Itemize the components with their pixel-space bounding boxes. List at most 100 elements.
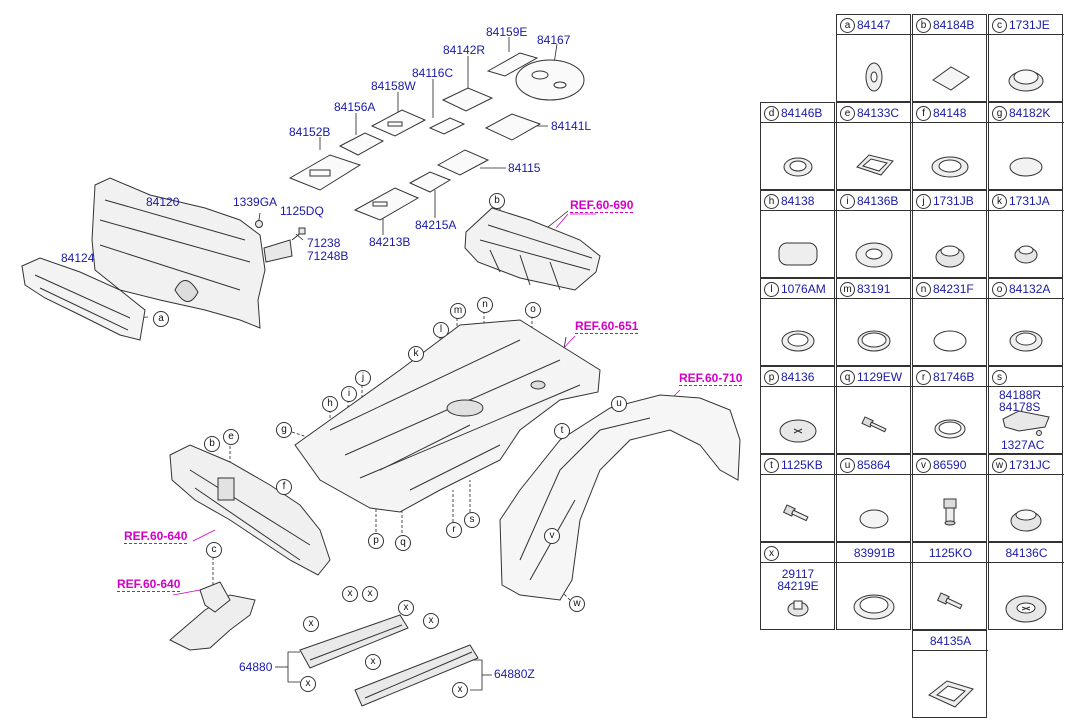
legend-cell-84135a[interactable]: 84135A xyxy=(912,630,988,718)
legend-letter-s: s xyxy=(992,370,1007,385)
part-h-icon xyxy=(778,242,818,266)
legend-part-number: 1125KB xyxy=(781,458,823,472)
callout-x-7: x xyxy=(300,676,316,692)
part-f-icon xyxy=(931,156,969,178)
legend-s-part-2: 84178S xyxy=(999,400,1041,414)
part-u-icon xyxy=(859,509,889,529)
part-1339GA: 1339GA xyxy=(233,195,278,209)
ref-60-690[interactable]: REF.60-690 xyxy=(570,198,634,213)
callout-j: j xyxy=(355,370,371,386)
legend-letter-o: o xyxy=(992,282,1007,297)
legend-letter-d: d xyxy=(764,106,779,121)
legend-part-number: 84136 xyxy=(781,370,815,384)
legend-part-number: 1731JE xyxy=(1009,18,1050,32)
legend-cell-header: 84136C xyxy=(989,543,1064,563)
callout-o: o xyxy=(525,302,541,318)
part-w-icon xyxy=(1010,509,1042,532)
callout-p: p xyxy=(368,533,384,549)
ref-60-651[interactable]: REF.60-651 xyxy=(575,319,639,334)
ref-60-640-lower[interactable]: REF.60-640 xyxy=(117,577,181,592)
callout-u: u xyxy=(611,396,627,412)
part-n-icon xyxy=(933,330,967,352)
callout-h: h xyxy=(322,396,338,412)
legend-cell-84136c[interactable]: 84136C xyxy=(988,542,1064,630)
legend-part-number: 84135A xyxy=(929,634,972,648)
part-84158W: 84158W xyxy=(371,79,416,93)
legend-letter-p: p xyxy=(764,370,779,385)
legend-cell-83991b[interactable]: 83991B xyxy=(836,542,912,630)
part-71248B: 71248B xyxy=(307,249,349,263)
legend-letter-v: v xyxy=(916,458,931,473)
part-l-icon xyxy=(781,330,815,352)
callout-b-dash: b xyxy=(204,436,220,452)
legend-part-number: 1731JA xyxy=(1009,194,1050,208)
legend-x-part-2: 84219E xyxy=(777,579,819,593)
part-k-icon xyxy=(1014,245,1038,264)
callout-l: l xyxy=(433,322,449,338)
legend-letter-b: b xyxy=(916,18,931,33)
callout-r: r xyxy=(446,522,462,538)
legend-s-part-1: 84188R xyxy=(999,388,1042,402)
ref-60-640-upper[interactable]: REF.60-640 xyxy=(124,529,188,544)
legend-letter-k: k xyxy=(992,194,1007,209)
part-84124: 84124 xyxy=(61,251,95,265)
part-q-icon xyxy=(861,416,887,433)
part-84116C: 84116C xyxy=(412,66,454,80)
legend-part-number: 1129EW xyxy=(857,370,903,384)
callout-q: q xyxy=(395,535,411,551)
callout-v: v xyxy=(544,528,560,544)
legend-cell-1125ko[interactable]: 1125KO xyxy=(912,542,988,630)
part-84215A: 84215A xyxy=(415,218,457,232)
legend-letter-c: c xyxy=(992,18,1007,33)
part-84141L: 84141L xyxy=(551,119,592,133)
part-84152B: 84152B xyxy=(289,125,331,139)
legend-part-number: 84182K xyxy=(1009,106,1051,120)
part-84142R: 84142R xyxy=(443,43,486,57)
part-83991b-icon xyxy=(853,594,895,620)
callout-g: g xyxy=(276,422,292,438)
ref-60-710[interactable]: REF.60-710 xyxy=(679,371,743,386)
part-84135a-icon xyxy=(928,680,974,708)
part-i-icon xyxy=(855,242,893,268)
legend-s-part-3: 1327AC xyxy=(1001,438,1045,452)
legend-part-number: 85864 xyxy=(857,458,891,472)
part-a-icon xyxy=(865,62,883,92)
callout-w: w xyxy=(569,596,585,612)
legend-part-number: 84136B xyxy=(857,194,899,208)
legend-part-number: 84146B xyxy=(781,106,823,120)
